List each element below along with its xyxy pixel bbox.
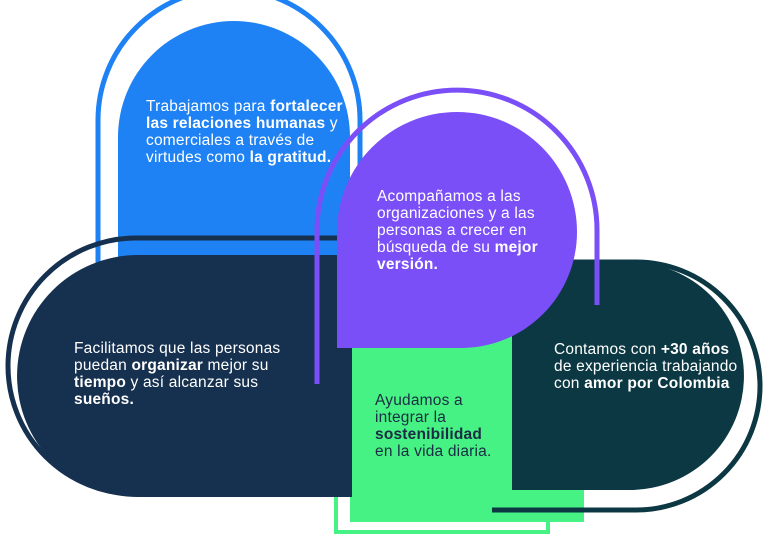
navy-shape: [17, 255, 352, 497]
purple-block-text: Acompañamos a las organizaciones y a las…: [377, 188, 547, 273]
green-block-text: Ayudamos a integrar la sostenibilidad en…: [375, 392, 500, 460]
blue-shape: [118, 21, 350, 262]
blue-text-2: y comerciales a través de virtudes como: [146, 115, 338, 166]
navy-text-3: y así alcanzar sus: [126, 374, 259, 391]
teal-bold-2: amor por Colombia: [584, 375, 730, 392]
teal-shape: [512, 262, 744, 490]
green-bold-1: sostenibilidad: [375, 426, 483, 443]
purple-shape: [337, 112, 577, 348]
blue-outline: [95, 0, 363, 270]
navy-bold-1: organizar: [131, 357, 204, 374]
blue-block-text: Trabajamos para fortalecer las relacione…: [146, 98, 346, 166]
navy-text-2: mejor su: [203, 357, 269, 374]
navy-bold-2: tiempo: [74, 374, 127, 391]
navy-text-1: Facilitamos que las personas puedan: [74, 340, 281, 374]
navy-bold-3: sueños.: [74, 391, 134, 408]
teal-bold-1: +30 años: [660, 341, 730, 358]
blue-text-1: Trabajamos para: [146, 98, 271, 115]
teal-text-1: Contamos con: [554, 341, 661, 358]
teal-outline: [492, 259, 763, 513]
teal-block-text: Contamos con +30 años de experiencia tra…: [554, 341, 739, 392]
green-text-1: Ayudamos a integrar la: [375, 392, 463, 426]
blue-bold-2: la gratitud.: [249, 149, 332, 166]
green-text-2: en la vida diaria.: [375, 443, 492, 460]
navy-block-text: Facilitamos que las personas puedan orga…: [74, 340, 314, 408]
blue-bold-1: fortalecer las relaciones humanas: [146, 98, 343, 132]
purple-outline: [314, 87, 600, 384]
purple-bold-1: mejor versión.: [377, 239, 538, 273]
teal-text-2: de experiencia trabajando con: [554, 358, 738, 392]
purple-text-1: Acompañamos a las organizaciones y a las…: [377, 188, 535, 256]
